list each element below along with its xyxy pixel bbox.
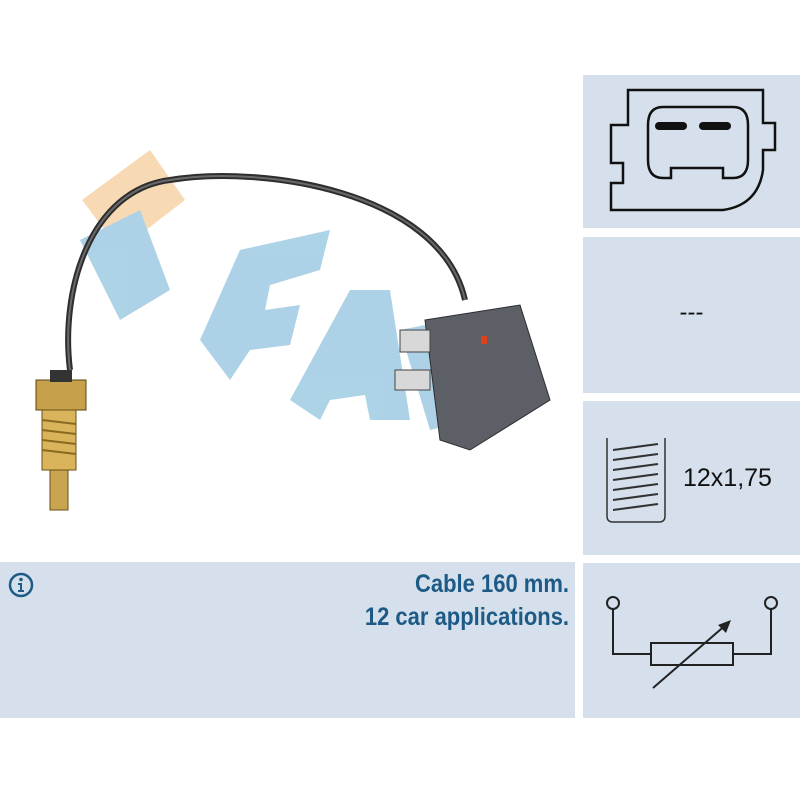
connector-panel [583, 75, 800, 228]
thread-panel: 12x1,75 [583, 401, 800, 555]
info-icon [8, 572, 34, 598]
product-image [35, 150, 551, 511]
connector-2-pin-icon [609, 88, 777, 212]
info-text: Cable 160 mm. 12 car applications. [365, 568, 569, 634]
thread-size: 12x1,75 [683, 464, 772, 492]
circuit-panel [583, 563, 800, 718]
cable-length: Cable 160 mm. [414, 570, 569, 598]
car-applications: 12 car applications. [364, 603, 569, 631]
variable-resistor-icon [606, 596, 778, 689]
thread-icon [606, 438, 666, 523]
spec-value: --- [679, 299, 704, 326]
info-panel: Cable 160 mm. 12 car applications. [0, 562, 575, 718]
spec-panel-empty: --- [583, 237, 800, 393]
